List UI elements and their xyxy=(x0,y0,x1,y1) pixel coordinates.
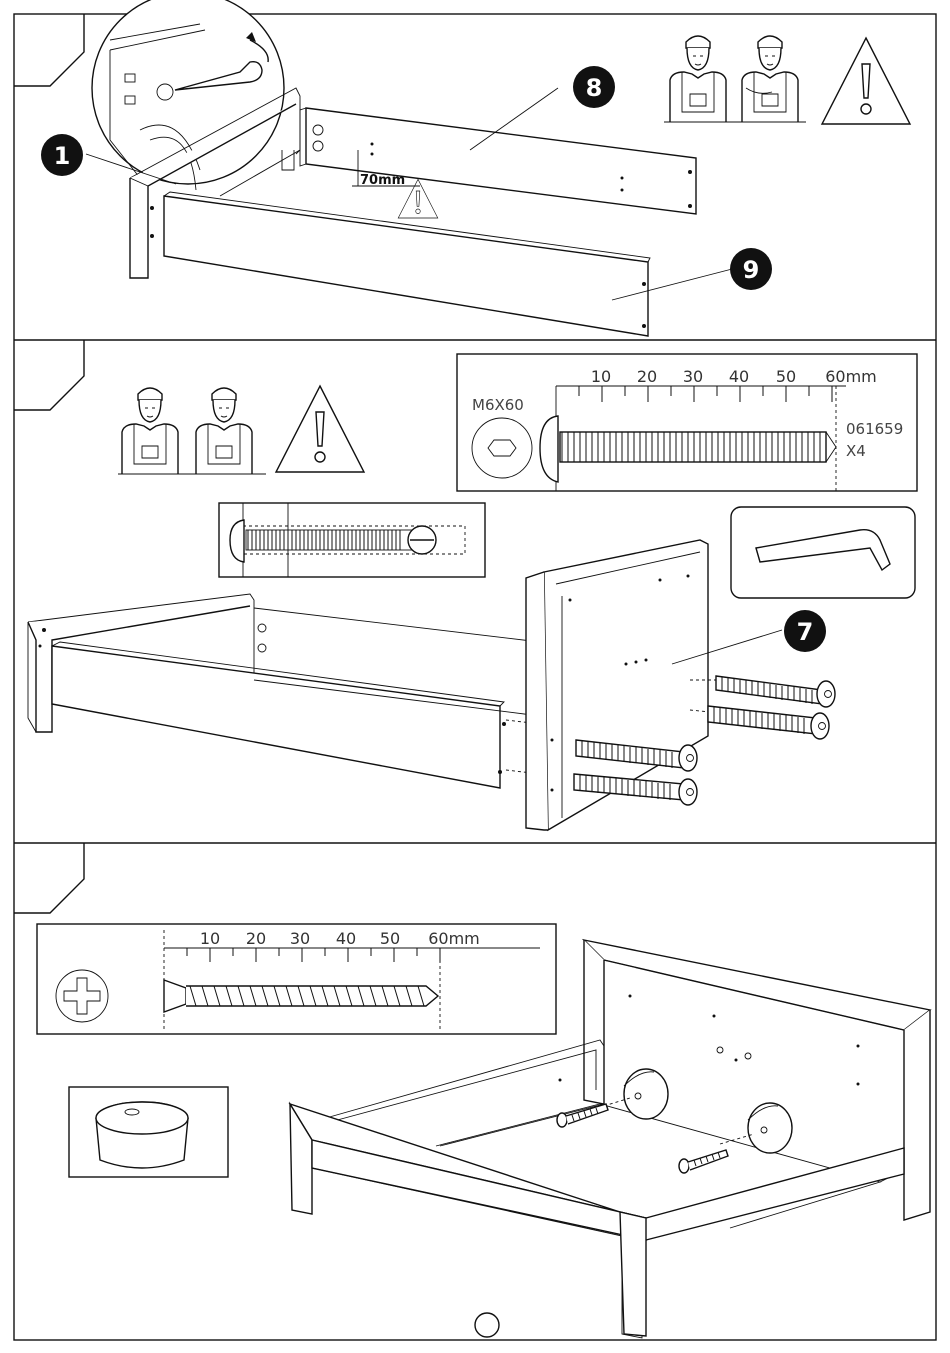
page-number-circle xyxy=(475,1313,499,1337)
side-rail-front xyxy=(52,646,500,788)
two-workers-icon-2 xyxy=(118,388,266,474)
part-badge-9: 9 xyxy=(730,248,772,290)
screw-head xyxy=(164,980,186,1012)
foot-glide-box xyxy=(69,1087,228,1177)
ruler2-tick-20: 20 xyxy=(637,367,657,386)
screw-2 xyxy=(679,1150,728,1173)
part-9-rail xyxy=(164,196,648,336)
dimension-70mm: 70mm xyxy=(360,173,405,188)
ruler3-tick-50: 50 xyxy=(380,929,400,948)
ruler-step3: 10 20 30 40 50 60mm xyxy=(187,929,480,962)
two-workers-icon xyxy=(664,36,806,122)
glide-2 xyxy=(748,1103,792,1153)
bolt-shaft xyxy=(560,432,826,462)
quantity-label: X4 xyxy=(846,442,866,460)
allen-key-icon xyxy=(756,530,890,570)
glide-1 xyxy=(624,1069,668,1119)
badge-7-label: 7 xyxy=(797,618,814,646)
ruler3-tick-40: 40 xyxy=(336,929,356,948)
ruler2-tick-30: 30 xyxy=(683,367,703,386)
ruler3-tick-30: 30 xyxy=(290,929,310,948)
bed-foot-glide-icon xyxy=(96,1102,188,1168)
step-tab-3 xyxy=(14,843,84,913)
badge-1-label: 1 xyxy=(54,142,71,170)
ruler3-tick-20: 20 xyxy=(246,929,266,948)
part-badge-7: 7 xyxy=(784,610,826,652)
ruler2-tick-10: 10 xyxy=(591,367,611,386)
ruler2-tick-50: 50 xyxy=(776,367,796,386)
step-tab-1 xyxy=(14,14,84,86)
step-tab-2 xyxy=(14,340,84,410)
ruler3-tick-10: 10 xyxy=(200,929,220,948)
long-bolt-1 xyxy=(716,676,835,707)
ruler3-tick-60: 60mm xyxy=(428,929,480,948)
screw-1 xyxy=(557,1104,608,1127)
badge-8-label: 8 xyxy=(586,74,603,102)
phillips-head-icon xyxy=(64,978,100,1014)
warning-triangle-icon xyxy=(822,38,910,124)
bolt-head xyxy=(540,416,558,482)
ruler2-tick-60: 60mm xyxy=(825,367,877,386)
part-8-rail xyxy=(306,108,696,214)
long-bolt-2 xyxy=(708,706,829,739)
bolt-spec-label: M6X60 xyxy=(472,396,524,414)
ruler2-tick-40: 40 xyxy=(729,367,749,386)
part-badge-8: 8 xyxy=(573,66,615,108)
badge-9-label: 9 xyxy=(743,256,760,284)
bolt-section-detail xyxy=(219,503,485,577)
step1-illustration xyxy=(86,0,736,336)
screw-shaft xyxy=(186,986,438,1006)
part-code: 061659 xyxy=(846,420,903,438)
warning-triangle-icon-2 xyxy=(276,386,364,472)
part-badge-1: 1 xyxy=(41,134,83,176)
ruler-step2: 10 20 30 40 50 60mm xyxy=(579,367,877,402)
hex-socket-icon xyxy=(488,440,516,456)
allen-key-box xyxy=(731,507,915,598)
